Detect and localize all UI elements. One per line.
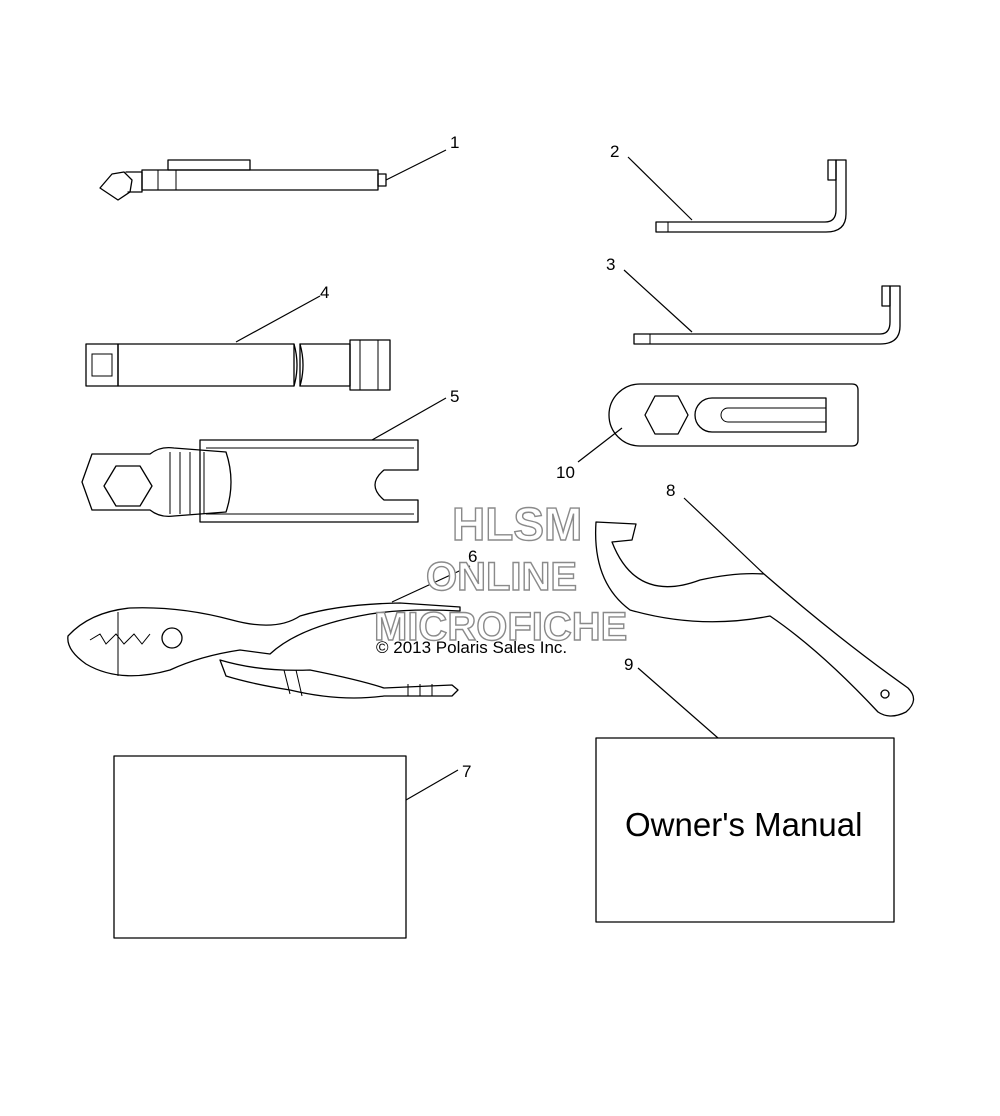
callout-1: 1 [450,133,459,152]
callout-9: 9 [624,655,633,674]
callout-7: 7 [462,762,471,781]
callout-5: 5 [450,387,459,406]
leader-1 [385,149,447,181]
leader-7 [405,769,459,801]
watermark-line-2: ONLINE [426,555,577,599]
watermark: HLSM ONLINE MICROFICHE [373,497,628,649]
part-10-wrench-plate [608,383,859,447]
leader-4 [235,295,321,343]
leader-3 [623,269,693,333]
callout-6: 6 [468,547,477,566]
leader-2 [627,156,693,221]
callout-8: 8 [666,481,675,500]
part-2-hex-key [655,159,847,233]
callout-3: 3 [606,255,615,274]
part-8-spanner-wrench [594,521,915,717]
callout-10: 10 [556,463,575,482]
part-7-card [113,755,407,939]
manual-title: Owner's Manual [625,806,862,843]
part-3-hex-key [633,285,901,345]
leader-9 [637,667,719,739]
leader-8 [683,497,765,575]
leader-6 [391,565,471,603]
leader-10 [577,427,623,463]
part-4-socket-wrench [85,339,391,391]
part-5-combination-wrench [81,439,419,523]
copyright-text: © 2013 Polaris Sales Inc. [376,638,567,657]
part-9-owners-manual: Owner's Manual [595,737,895,923]
watermark-line-3: MICROFICHE [374,605,627,649]
leader-5 [371,397,447,441]
callout-2: 2 [610,142,619,161]
part-6-pliers [67,602,461,699]
watermark-line-1: HLSM [452,498,582,550]
part-1-pressure-gauge [99,159,387,201]
callout-4: 4 [320,283,329,302]
